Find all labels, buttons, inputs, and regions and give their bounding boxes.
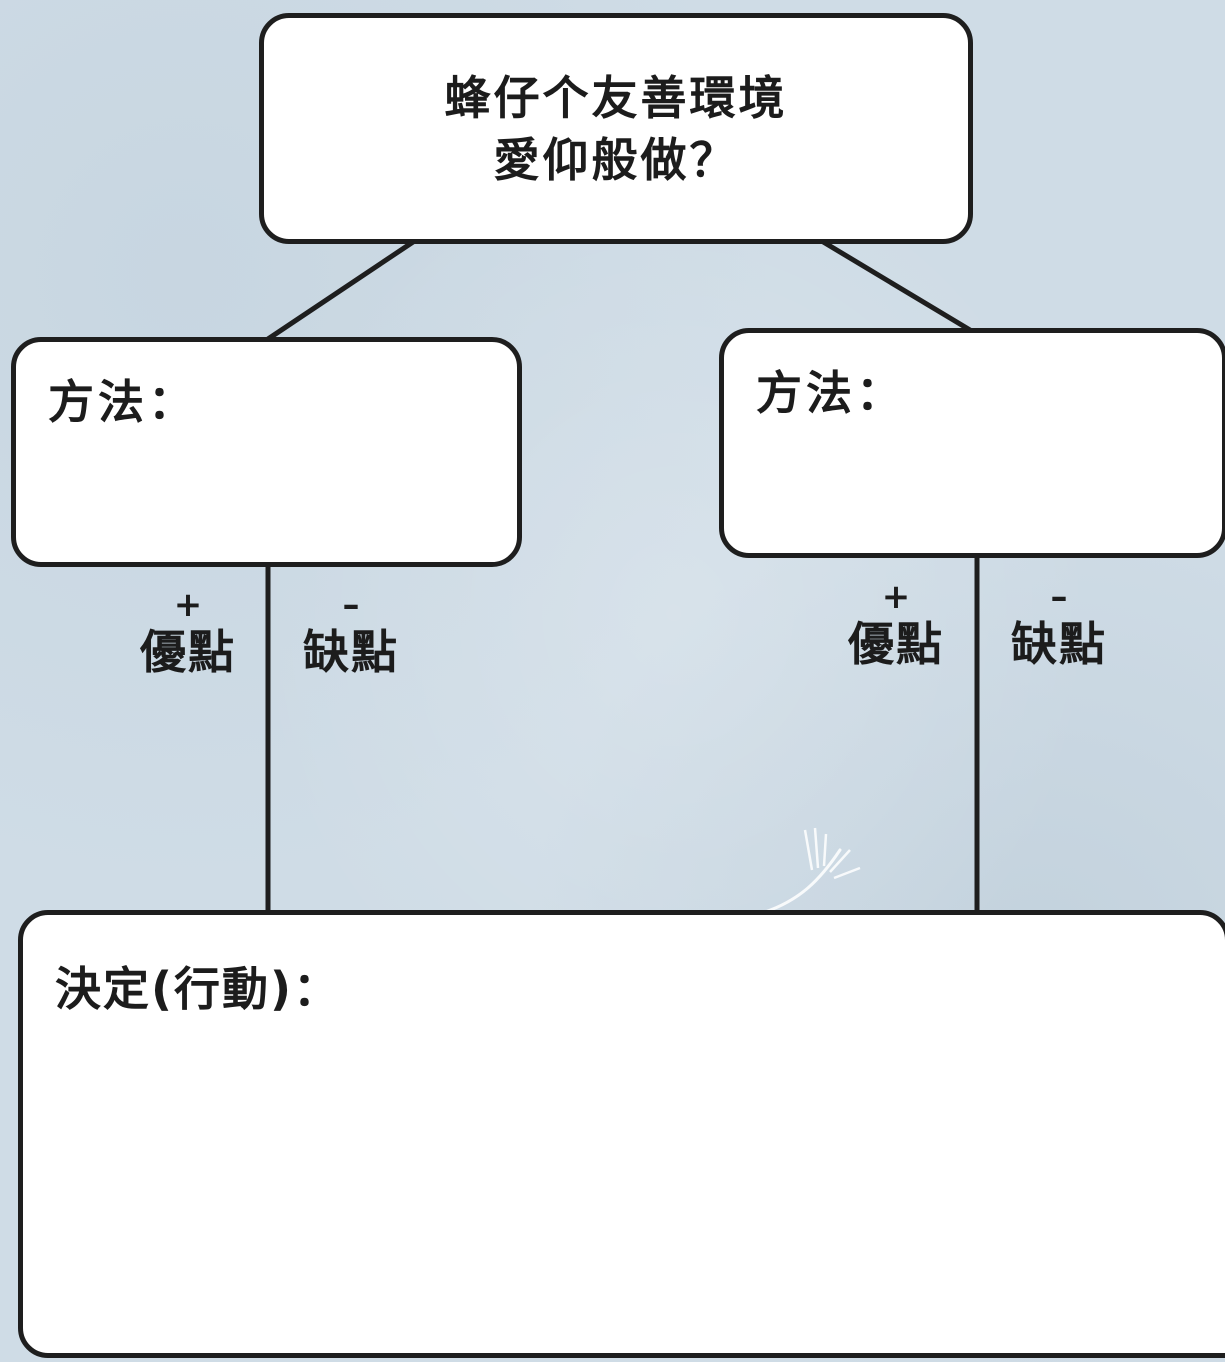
minus-icon: –: [1050, 577, 1068, 617]
pros-heading-right: + 優點: [841, 580, 951, 672]
cons-heading-left: – 缺點: [296, 588, 406, 680]
method-box-right[interactable]: 方法：: [719, 328, 1225, 558]
plus-icon: +: [173, 585, 203, 625]
question-line-1: 蜂仔个友善環境: [444, 70, 788, 125]
decision-box[interactable]: 決定(行動)：: [18, 910, 1225, 1358]
method-box-left[interactable]: 方法：: [11, 337, 522, 567]
question-line-2: 愛仰般做？: [493, 132, 739, 187]
cons-heading-right: – 缺點: [1004, 580, 1114, 672]
connector-question-to-right-method: [817, 237, 973, 333]
pros-label-left: 優點: [140, 625, 236, 679]
method-label-right: 方法：: [756, 366, 906, 420]
method-label-left: 方法：: [48, 375, 198, 429]
cons-label-left: 缺點: [303, 625, 399, 679]
connector-question-to-left-method: [265, 239, 416, 342]
question-box: 蜂仔个友善環境 愛仰般做？: [259, 13, 973, 244]
pros-label-right: 優點: [848, 617, 944, 671]
pros-heading-left: + 優點: [133, 588, 243, 680]
decision-label: 決定(行動)：: [55, 962, 342, 1016]
plus-icon: +: [881, 577, 911, 617]
dandelion-seed-watermark: [763, 827, 861, 914]
cons-label-right: 缺點: [1011, 617, 1107, 671]
minus-icon: –: [342, 585, 360, 625]
